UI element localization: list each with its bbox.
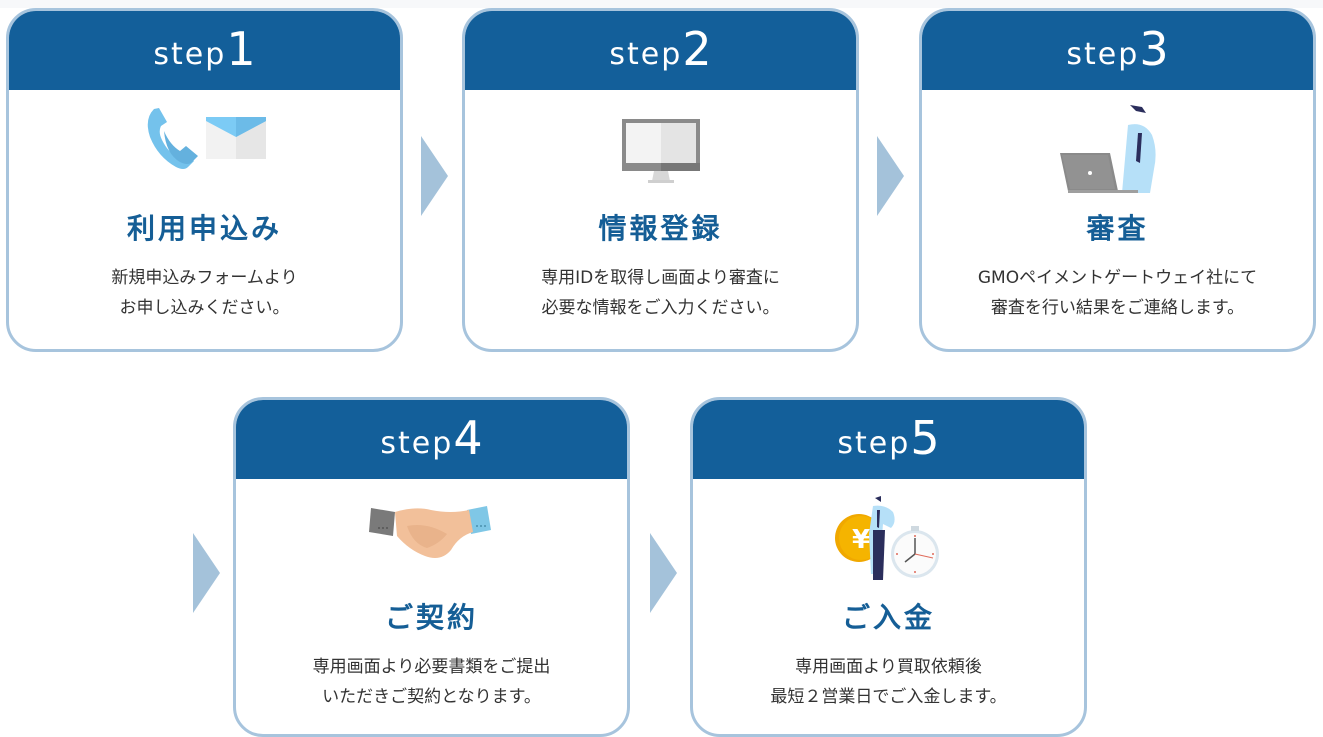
svg-text:¥: ¥ <box>851 525 869 555</box>
step-card-3: step3 審査 GMOペイメントゲートウェイ社にて 審査を行い結果をご連絡しま… <box>919 8 1316 352</box>
top-shade <box>0 0 1323 8</box>
phone-and-mail-icon <box>9 103 400 199</box>
step-header: step4 <box>236 400 627 479</box>
step-card-1: step1 利用申込み 新規申込みフォームより お申し込みください。 <box>6 8 403 352</box>
step-header: step5 <box>693 400 1084 479</box>
next-arrow-icon <box>877 136 904 216</box>
monitor-icon <box>465 103 856 199</box>
step-label: step3 <box>1066 22 1169 76</box>
step-description: 専用画面より買取依頼後 最短２営業日でご入金します。 <box>770 657 1007 707</box>
step-title: 審査 <box>1086 212 1149 245</box>
businessman-laptop-icon <box>922 103 1313 199</box>
step-description: 新規申込みフォームより お申し込みください。 <box>111 268 298 318</box>
step-card-5: step5 ¥ ご入金 専用画面より買取依頼後 最短２営業日でご入金します。 <box>690 397 1087 737</box>
step-title: 利用申込み <box>126 212 282 245</box>
phone-and-mail-icon <box>147 108 266 169</box>
step-card-2: step2 情報登録 専用IDを取得し画面より審査に 必要な情報をご入力ください… <box>462 8 859 352</box>
step-header: step2 <box>465 11 856 90</box>
next-arrow-icon <box>421 136 448 216</box>
step-label: step5 <box>837 411 940 465</box>
businessman-laptop-icon <box>1059 105 1156 193</box>
step-description: 専用IDを取得し画面より審査に 必要な情報をご入力ください。 <box>541 268 780 318</box>
handshake-icon <box>236 492 627 588</box>
step-label: step2 <box>609 22 712 76</box>
next-arrow-icon <box>193 533 220 613</box>
step-description: GMOペイメントゲートウェイ社にて 審査を行い結果をご連絡します。 <box>977 268 1258 318</box>
step-label: step1 <box>153 22 256 76</box>
yen-coin-clock-icon: ¥ <box>834 496 939 580</box>
yen-coin-clock-icon: ¥ <box>693 492 1084 588</box>
step-title: ご入金 <box>841 601 935 634</box>
step-description: 専用画面より必要書類をご提出 いただきご契約となります。 <box>312 657 551 707</box>
step-title: ご契約 <box>384 601 478 634</box>
step-label: step4 <box>380 411 483 465</box>
next-arrow-icon <box>650 533 677 613</box>
step-card-4: step4 ご契約 専用画面より必要書類をご提出 いただきご契約となります。 <box>233 397 630 737</box>
handshake-icon <box>368 506 491 558</box>
monitor-icon <box>621 119 700 183</box>
step-header: step1 <box>9 11 400 90</box>
step-title: 情報登録 <box>598 212 723 245</box>
step-header: step3 <box>922 11 1313 90</box>
